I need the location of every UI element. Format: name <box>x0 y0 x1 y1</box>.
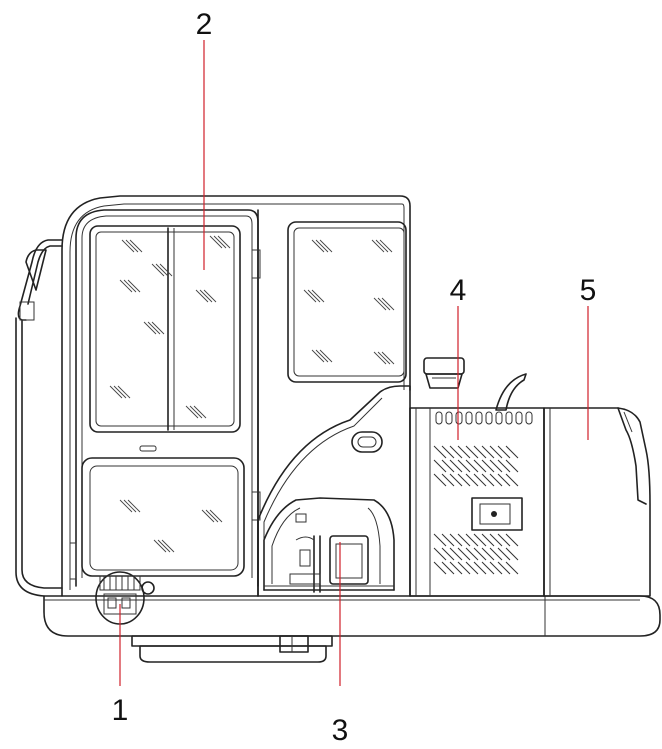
counterweight <box>543 407 651 597</box>
operator-cab <box>61 195 411 597</box>
louver-slots <box>433 445 519 575</box>
glass-reflection-hatching <box>109 235 395 553</box>
leader-lines <box>119 40 589 686</box>
callout-1: 1 <box>112 694 129 727</box>
engine-compartment <box>263 497 395 593</box>
valve-block-component <box>95 571 155 625</box>
callout-3: 3 <box>332 714 349 747</box>
grab-handle <box>15 239 63 597</box>
callout-2: 2 <box>196 8 213 41</box>
ventilated-side-panel <box>409 407 545 597</box>
louver-row-top <box>435 411 533 425</box>
callout-4: 4 <box>450 274 467 307</box>
callout-5: 5 <box>580 274 597 307</box>
undercarriage-turntable <box>131 635 333 663</box>
engine-hood <box>257 357 527 597</box>
